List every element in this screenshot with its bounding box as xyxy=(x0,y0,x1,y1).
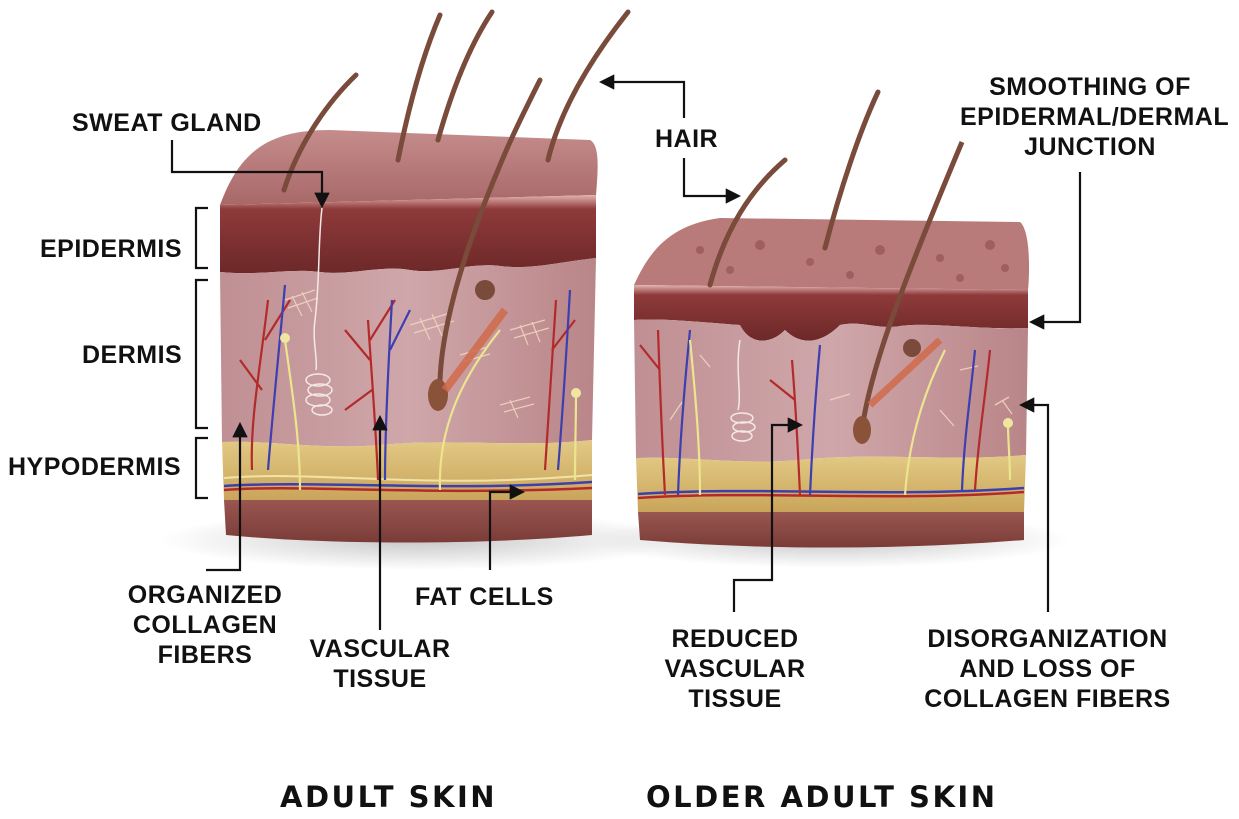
adult-dermis xyxy=(220,258,596,446)
vascular-line-2: TISSUE xyxy=(300,664,460,694)
reduced-line-2: VASCULAR xyxy=(650,654,820,684)
smoothing-line-2: EPIDERMAL/DERMAL xyxy=(960,102,1220,132)
reduced-line-3: TISSUE xyxy=(650,684,820,714)
adult-epidermis xyxy=(220,195,596,273)
caption-adult-skin: ADULT SKIN xyxy=(280,780,497,814)
label-hair: HAIR xyxy=(655,124,718,154)
smoothing-line-1: SMOOTHING OF xyxy=(960,72,1220,102)
vascular-line-1: VASCULAR xyxy=(300,634,460,664)
disorganization-line-3: COLLAGEN FIBERS xyxy=(910,684,1185,714)
hypodermis-bracket xyxy=(196,438,208,498)
label-reduced-vascular: REDUCED VASCULAR TISSUE xyxy=(650,624,820,714)
reduced-line-1: REDUCED xyxy=(650,624,820,654)
label-epidermis: EPIDERMIS xyxy=(40,234,182,264)
label-hypodermis: HYPODERMIS xyxy=(8,452,181,482)
junction-pointer xyxy=(1032,172,1080,322)
adult-base-layer xyxy=(224,500,592,543)
adult-skin-block xyxy=(220,12,628,543)
older-dermis xyxy=(634,319,1028,461)
older-base-layer xyxy=(638,512,1024,548)
label-vascular-tissue: VASCULAR TISSUE xyxy=(300,634,460,694)
label-fat-cells: FAT CELLS xyxy=(415,582,554,612)
label-disorganization: DISORGANIZATION AND LOSS OF COLLAGEN FIB… xyxy=(910,624,1185,714)
epidermis-bracket xyxy=(196,208,208,268)
hair-pointer-right xyxy=(684,158,738,196)
organized-line-2: COLLAGEN xyxy=(120,610,290,640)
label-sweat-gland: SWEAT GLAND xyxy=(72,108,262,138)
label-smoothing-junction: SMOOTHING OF EPIDERMAL/DERMAL JUNCTION xyxy=(960,72,1220,162)
organized-line-3: FIBERS xyxy=(120,640,290,670)
organized-line-1: ORGANIZED xyxy=(120,580,290,610)
older-hypodermis xyxy=(636,455,1026,512)
dermis-bracket xyxy=(196,280,208,428)
disorganization-line-2: AND LOSS OF xyxy=(910,654,1185,684)
hair-pointer-left xyxy=(602,82,684,118)
adult-skin-surface xyxy=(220,130,598,205)
smoothing-line-3: JUNCTION xyxy=(960,132,1220,162)
label-organized-collagen: ORGANIZED COLLAGEN FIBERS xyxy=(120,580,290,670)
label-dermis: DERMIS xyxy=(82,340,182,370)
disorganization-line-1: DISORGANIZATION xyxy=(910,624,1185,654)
caption-older-adult-skin: OLDER ADULT SKIN xyxy=(646,780,997,814)
